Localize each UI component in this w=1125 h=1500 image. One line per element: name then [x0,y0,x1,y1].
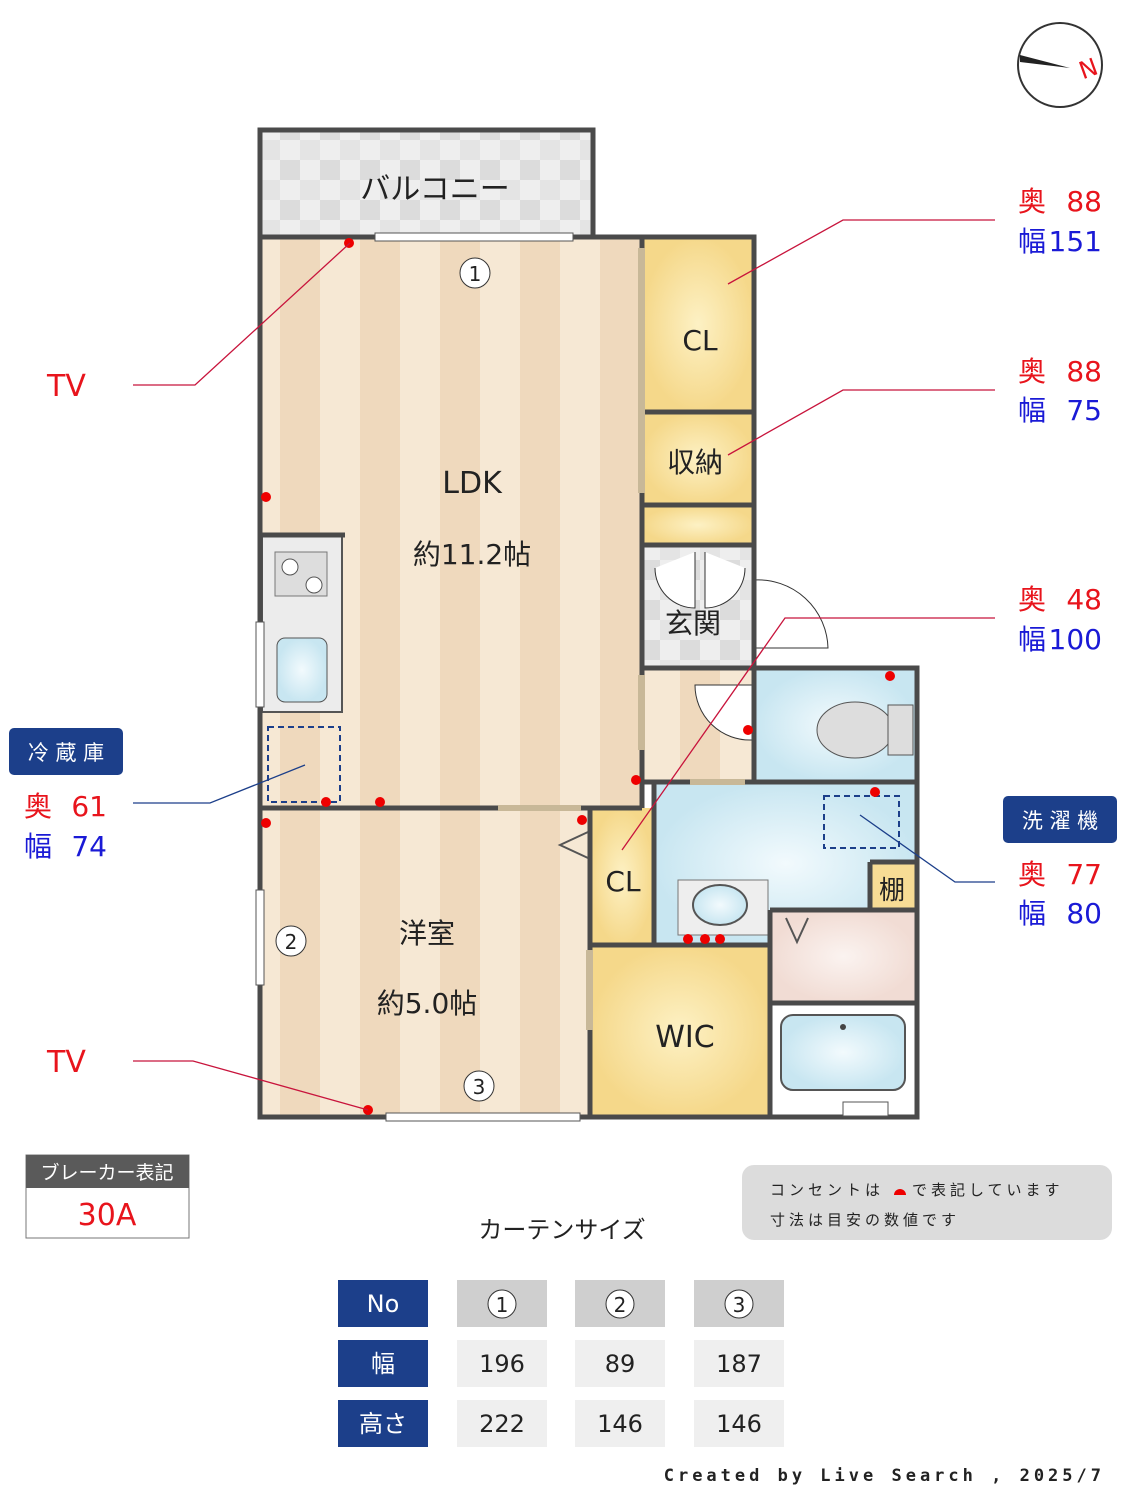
svg-text:3: 3 [473,1075,486,1099]
svg-text:196: 196 [479,1350,525,1378]
outlet-markers [261,238,895,1115]
tv-callout-upper: TV [46,369,86,404]
svg-text:寸法は目安の数値です: 寸法は目安の数値です [770,1211,960,1229]
entrance-door [753,579,829,649]
svg-text:30A: 30A [78,1198,137,1233]
svg-text:1: 1 [496,1293,509,1317]
svg-text:幅: 幅 [1018,623,1046,656]
shoe-cabinet-doors [654,552,746,609]
storage-dimensions: 奥 88 幅 75 [1018,355,1102,427]
svg-text:で表記しています: で表記しています [912,1181,1064,1199]
storage-label: 収納 [667,446,723,479]
shelf [870,862,915,910]
svg-text:222: 222 [479,1410,525,1438]
ldk-room [260,237,642,808]
window-1 [374,232,574,242]
western-room-label: 洋室 [399,917,455,950]
svg-text:80: 80 [1066,897,1102,930]
closet-2 [590,808,654,945]
sink-icon [677,879,769,936]
svg-text:88: 88 [1066,355,1102,388]
svg-text:奥: 奥 [1018,583,1046,616]
fridge-callout: 冷 蔵 庫 奥 61 幅 74 [9,728,123,863]
outlet-note: コンセントは で表記しています 寸法は目安の数値です [742,1165,1112,1240]
svg-text:奥: 奥 [1018,185,1046,218]
walk-in-closet [590,945,770,1117]
kitchen-window [255,621,265,708]
compass-icon: N [1017,22,1103,108]
svg-text:洗 濯 機: 洗 濯 機 [1022,809,1098,833]
svg-text:61: 61 [71,790,107,823]
curtain-title: カーテンサイズ [478,1216,645,1244]
breaker-box: ブレーカー表記 30A [25,1154,190,1239]
window-marker-1: 1 [459,257,491,289]
storage [642,412,754,505]
svg-text:74: 74 [71,830,107,863]
svg-text:89: 89 [605,1350,636,1378]
closet-1-label: CL [682,324,718,357]
credit-text: Created by Live Search , 2025/7 [664,1466,1105,1486]
svg-text:146: 146 [597,1410,643,1438]
window-marker-3: 3 [463,1070,495,1102]
curtain-table: No 1 2 3 幅 196 89 187 高さ 222 146 146 [338,1280,784,1447]
svg-text:2: 2 [285,930,298,954]
window-marker-2: 2 [275,925,307,957]
svg-text:146: 146 [716,1410,762,1438]
tv-callout-lower: TV [46,1045,86,1080]
western-room [260,808,590,1117]
dressing-area [770,910,917,1003]
svg-text:奥: 奥 [24,790,52,823]
leader-lines [133,219,995,1111]
svg-text:幅: 幅 [24,830,52,863]
svg-text:幅: 幅 [371,1350,395,1378]
kitchen-counter [261,534,343,713]
window-3 [385,1112,581,1122]
shelf-label: 棚 [879,876,905,906]
fridge-space [267,726,341,803]
bath-window [842,1101,889,1117]
washer-callout: 洗 濯 機 奥 77 幅 80 [1003,796,1117,930]
svg-text:奥: 奥 [1018,355,1046,388]
shoe-shelf [642,505,754,545]
svg-text:2: 2 [614,1293,627,1317]
balcony [260,130,593,237]
balcony-label: バルコニー [360,172,509,207]
svg-text:幅: 幅 [1018,225,1046,258]
svg-text:48: 48 [1066,583,1102,616]
svg-text:1: 1 [469,262,482,286]
ldk-label: LDK [442,466,503,501]
entrance-label: 玄関 [665,607,721,640]
ldk-size: 約11.2帖 [413,538,531,571]
bathtub-icon [780,1014,906,1091]
svg-text:100: 100 [1049,623,1102,656]
wic-label: WIC [655,1020,714,1055]
hallway-door [694,684,753,741]
closet-2-label: CL [605,865,641,898]
svg-text:88: 88 [1066,185,1102,218]
svg-text:幅: 幅 [1018,394,1046,427]
sliding-door [498,805,581,811]
svg-text:幅: 幅 [1018,897,1046,930]
svg-text:奥: 奥 [1018,858,1046,891]
washer-space [823,795,900,849]
window-2 [255,889,265,986]
svg-text:No: No [367,1290,400,1318]
svg-text:151: 151 [1049,225,1102,258]
toilet-icon [816,701,914,759]
western-room-size: 約5.0帖 [377,987,478,1020]
svg-text:75: 75 [1066,394,1102,427]
svg-text:187: 187 [716,1350,762,1378]
svg-text:高さ: 高さ [359,1410,407,1438]
svg-text:77: 77 [1066,858,1102,891]
outlet-symbol-icon [894,1189,906,1195]
svg-text:3: 3 [733,1293,746,1317]
svg-text:コンセントは: コンセントは [770,1181,884,1199]
svg-text:ブレーカー表記: ブレーカー表記 [40,1161,173,1184]
svg-text:冷 蔵 庫: 冷 蔵 庫 [28,741,104,765]
closet-1 [642,237,754,412]
